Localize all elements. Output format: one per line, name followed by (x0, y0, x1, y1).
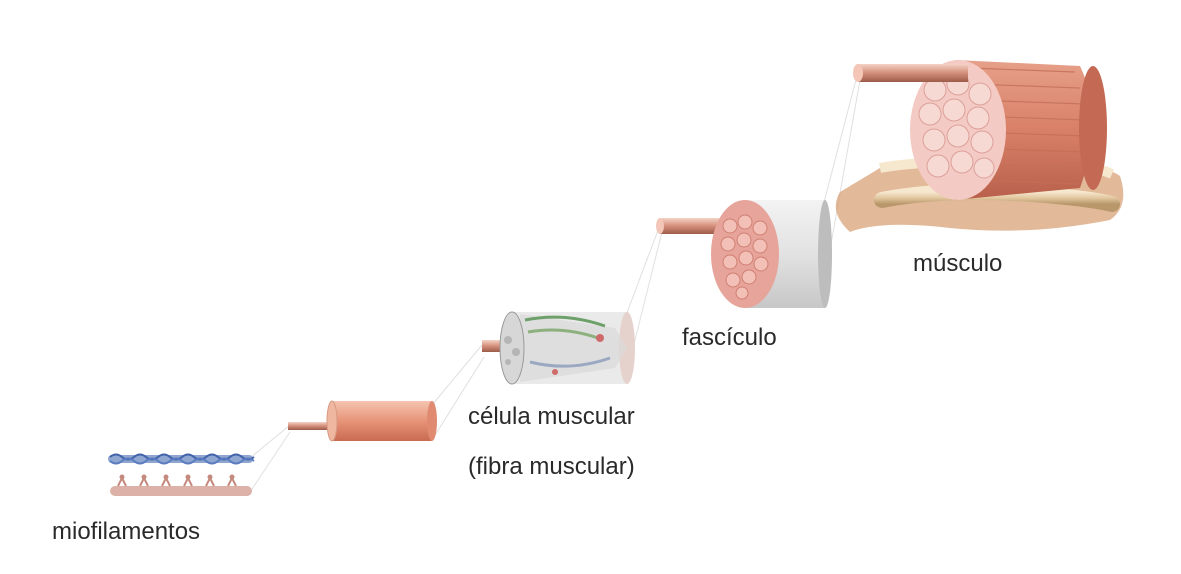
fascicle-illustration (656, 200, 832, 308)
muscle-cell-illustration (482, 312, 635, 384)
label-fascicle: fascículo (682, 326, 777, 350)
thin-filament-strand (108, 455, 254, 464)
myofilaments-illustration (108, 455, 254, 497)
label-myofilaments: miofilamentos (52, 520, 200, 544)
label-muscle-cell: célula muscular (468, 405, 635, 429)
label-muscle-fiber: (fibra muscular) (468, 455, 635, 479)
myofibril-illustration (288, 401, 437, 441)
label-muscle: músculo (913, 252, 1002, 276)
muscle-illustration (836, 60, 1124, 232)
thick-filament-strand (110, 475, 252, 497)
